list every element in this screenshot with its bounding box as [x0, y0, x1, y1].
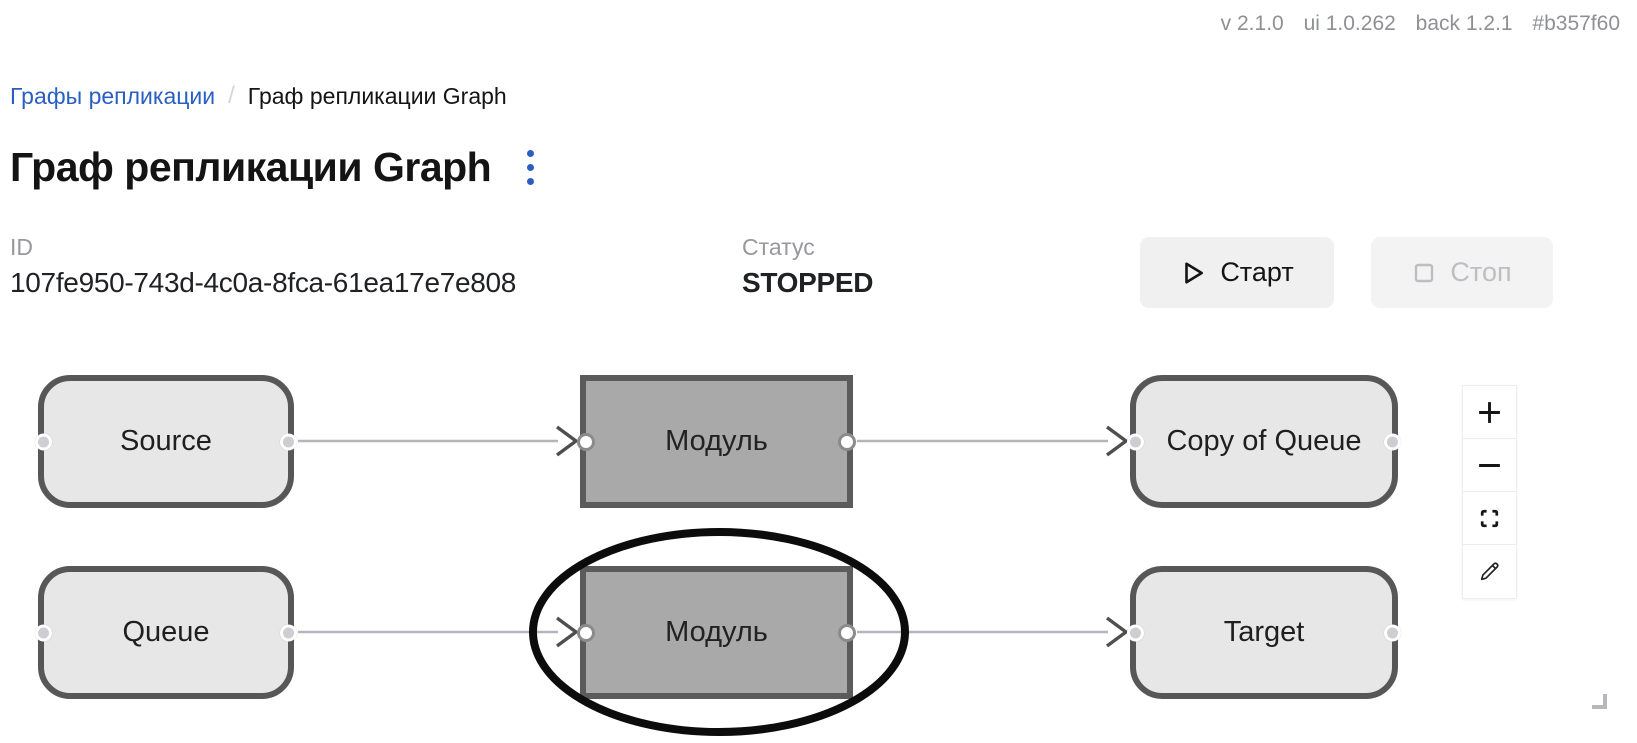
plus-icon: [1479, 401, 1500, 423]
copy-of-queue-target-handle[interactable]: [1127, 433, 1144, 450]
node-module-top-label: Модуль: [665, 425, 768, 457]
node-target-label: Target: [1223, 616, 1305, 648]
target-source-handle[interactable]: [1384, 624, 1401, 641]
graph-status-field: Статус STOPPED: [742, 234, 874, 299]
status-value: STOPPED: [742, 267, 874, 298]
module-bottom-target-handle[interactable]: [577, 623, 595, 642]
fit-view-icon: [1480, 509, 1499, 527]
kebab-vertical-icon: [527, 150, 535, 185]
start-button[interactable]: Старт: [1140, 237, 1334, 308]
pencil-icon: [1480, 562, 1499, 581]
canvas-corner-mark: [1592, 694, 1607, 709]
zoom-out-button[interactable]: [1463, 439, 1516, 492]
breadcrumb-link-replication-graphs[interactable]: Графы репликации: [10, 82, 216, 109]
id-value: 107fe950-743d-4c0a-8fca-61ea17e7e808: [10, 267, 517, 298]
source-target-handle[interactable]: [35, 433, 52, 450]
canvas-controls: [1462, 385, 1517, 599]
stop-square-icon: [1415, 263, 1434, 282]
edge-module-top-to-copy-of-queue: [857, 425, 1128, 457]
minus-icon: [1479, 463, 1500, 467]
module-top-target-handle[interactable]: [577, 432, 595, 451]
play-icon: [1185, 261, 1204, 284]
node-source-label: Source: [120, 425, 212, 457]
graph-id-field: ID 107fe950-743d-4c0a-8fca-61ea17e7e808: [10, 234, 516, 299]
ui-version: ui 1.0.262: [1303, 12, 1396, 35]
queue-target-handle[interactable]: [35, 624, 52, 641]
edge-module-bottom-to-target: [857, 616, 1128, 648]
edge-source-to-module-top: [298, 425, 578, 457]
status-label: Статус: [742, 234, 815, 260]
edit-mode-button[interactable]: [1463, 545, 1516, 598]
node-module-top[interactable]: Модуль: [577, 375, 856, 508]
node-copy-of-queue-label: Copy of Queue: [1166, 425, 1362, 457]
backend-version: back 1.2.1: [1415, 12, 1513, 35]
node-module-bottom[interactable]: Модуль: [577, 566, 856, 699]
title-row: Граф репликации Graph: [10, 144, 542, 191]
page-title: Граф репликации Graph: [10, 144, 492, 190]
target-target-handle[interactable]: [1127, 624, 1144, 641]
node-target[interactable]: Target: [1127, 566, 1401, 699]
build-hash: #b357f60: [1532, 12, 1620, 35]
node-copy-of-queue[interactable]: Copy of Queue: [1127, 375, 1401, 508]
version-info: v 2.1.0 ui 1.0.262 back 1.2.1 #b357f60: [1207, 12, 1620, 36]
node-source[interactable]: Source: [35, 375, 297, 508]
id-label: ID: [10, 234, 33, 260]
node-queue[interactable]: Queue: [35, 566, 297, 699]
breadcrumb: Графы репликации / Граф репликации Graph: [10, 82, 507, 110]
module-top-source-handle[interactable]: [838, 432, 856, 451]
stop-button-label: Стоп: [1450, 257, 1512, 287]
node-queue-label: Queue: [122, 616, 210, 648]
fit-view-button[interactable]: [1463, 492, 1516, 545]
stop-button[interactable]: Стоп: [1371, 237, 1553, 308]
copy-of-queue-source-handle[interactable]: [1384, 433, 1401, 450]
zoom-in-button[interactable]: [1463, 386, 1516, 439]
breadcrumb-separator: /: [228, 82, 235, 109]
node-module-bottom-label: Модуль: [665, 616, 768, 648]
graph-menu-button[interactable]: [519, 144, 542, 191]
source-source-handle[interactable]: [280, 433, 297, 450]
queue-source-handle[interactable]: [280, 624, 297, 641]
breadcrumb-current: Граф репликации Graph: [247, 82, 507, 109]
module-bottom-source-handle[interactable]: [838, 623, 856, 642]
start-button-label: Старт: [1220, 257, 1294, 287]
app-version: v 2.1.0: [1220, 12, 1284, 35]
edge-queue-to-module-bottom: [298, 616, 578, 648]
